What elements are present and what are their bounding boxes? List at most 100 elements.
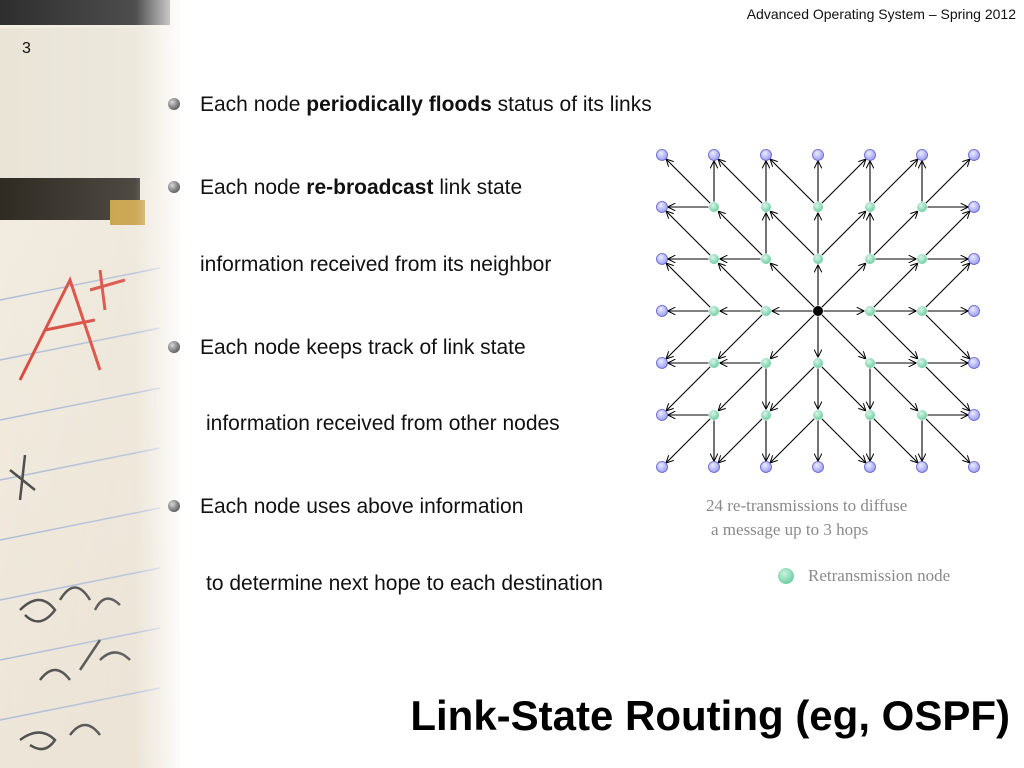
edge-node <box>968 357 980 369</box>
caption-line-2: a message up to 3 hops <box>711 520 869 539</box>
diagram-legend: Retransmission node <box>778 566 950 586</box>
flood-arrow <box>771 366 815 411</box>
edge-node <box>656 149 668 161</box>
retransmission-node <box>917 410 927 420</box>
retransmission-node <box>761 358 771 368</box>
edge-node <box>656 305 668 317</box>
flood-arrow <box>925 264 970 308</box>
retransmission-node <box>761 306 771 316</box>
edge-node <box>968 149 980 161</box>
flood-arrow <box>873 264 918 308</box>
edge-node <box>968 305 980 317</box>
bullet-1-post: status of its links <box>491 93 652 116</box>
edge-node <box>916 149 928 161</box>
bullet-1-bold: periodically floods <box>306 93 492 116</box>
flood-arrow <box>873 314 918 359</box>
flood-arrow <box>821 264 866 308</box>
flood-arrow <box>771 212 815 256</box>
flood-arrow <box>667 160 711 204</box>
edge-node <box>656 201 668 213</box>
retransmission-node <box>865 410 875 420</box>
flood-arrow <box>925 212 970 256</box>
bullet-2-bold: re-broadcast <box>306 176 434 199</box>
retransmission-node <box>813 254 823 264</box>
bullet-icon <box>168 98 180 110</box>
retransmission-node <box>709 202 719 212</box>
edge-node <box>864 461 876 473</box>
flood-arrow <box>873 418 918 463</box>
flood-arrow <box>821 212 866 256</box>
retransmission-node <box>917 254 927 264</box>
edge-node <box>968 253 980 265</box>
flood-arrow <box>821 366 866 411</box>
flood-arrow <box>925 366 970 411</box>
bullet-1-pre: Each node <box>200 93 307 116</box>
flood-arrow <box>771 264 815 308</box>
retransmission-node <box>865 306 875 316</box>
flood-arrow <box>719 212 763 256</box>
bullet-2-pre: Each node <box>200 176 307 199</box>
bullet-4: Each node uses above information <box>200 495 523 519</box>
bullet-2: Each node re-broadcast link state <box>200 176 522 200</box>
retransmission-node <box>709 410 719 420</box>
flooding-diagram <box>650 145 990 485</box>
flood-arrow <box>771 314 815 359</box>
edge-node <box>968 409 980 421</box>
bullet-3-pre: Each node keeps track of link state <box>200 336 526 359</box>
retransmission-node <box>761 254 771 264</box>
flood-arrow <box>925 160 970 204</box>
flood-arrow <box>719 418 763 463</box>
diagram-caption: 24 re-transmissions to diffuse a message… <box>706 494 907 542</box>
bullet-4-continuation: to determine next hope to each destinati… <box>206 572 603 595</box>
flood-arrow <box>667 212 711 256</box>
decorative-photo-strip <box>0 0 180 768</box>
flood-arrow <box>667 418 711 463</box>
edge-node <box>760 461 772 473</box>
flood-arrow <box>771 160 815 204</box>
edge-node <box>864 149 876 161</box>
bullet-2-continuation: information received from its neighbor <box>200 253 552 276</box>
bullet-icon <box>168 500 180 512</box>
flood-arrow <box>925 418 970 463</box>
flood-arrow <box>873 160 918 204</box>
retransmission-node <box>761 202 771 212</box>
slide-number: 3 <box>22 40 31 57</box>
flood-arrow <box>821 314 866 359</box>
retransmission-node <box>761 410 771 420</box>
bullet-3: Each node keeps track of link state <box>200 336 526 360</box>
edge-node <box>968 461 980 473</box>
edge-node <box>760 149 772 161</box>
flood-arrow <box>667 314 711 359</box>
edge-node <box>708 461 720 473</box>
retransmission-node <box>709 306 719 316</box>
bullet-1: Each node periodically floods status of … <box>200 93 652 117</box>
slide-title: Link-State Routing (eg, OSPF) <box>410 692 1010 739</box>
flood-arrow <box>873 212 918 256</box>
bullet-4-pre: Each node uses above information <box>200 495 524 518</box>
retransmission-node <box>709 254 719 264</box>
retransmission-node <box>813 202 823 212</box>
bullet-2-post: link state <box>433 176 523 199</box>
retransmission-node-icon <box>778 568 794 584</box>
edge-node <box>656 409 668 421</box>
edge-node <box>968 201 980 213</box>
retransmission-node <box>917 202 927 212</box>
bullet-icon <box>168 181 180 193</box>
retransmission-node <box>917 306 927 316</box>
flood-arrow <box>719 160 763 204</box>
flood-arrow <box>719 366 763 411</box>
flood-arrow <box>667 366 711 411</box>
retransmission-node <box>865 358 875 368</box>
bullet-3-continuation: information received from other nodes <box>206 412 560 435</box>
flood-arrow <box>771 418 815 463</box>
retransmission-node <box>917 358 927 368</box>
edge-node <box>708 149 720 161</box>
edge-node <box>656 357 668 369</box>
course-title: Advanced Operating System – Spring 2012 <box>746 6 1016 22</box>
flood-arrow <box>873 366 918 411</box>
flood-arrow <box>821 418 866 463</box>
edge-node <box>656 461 668 473</box>
retransmission-node <box>865 202 875 212</box>
retransmission-node <box>709 358 719 368</box>
edge-node <box>916 461 928 473</box>
